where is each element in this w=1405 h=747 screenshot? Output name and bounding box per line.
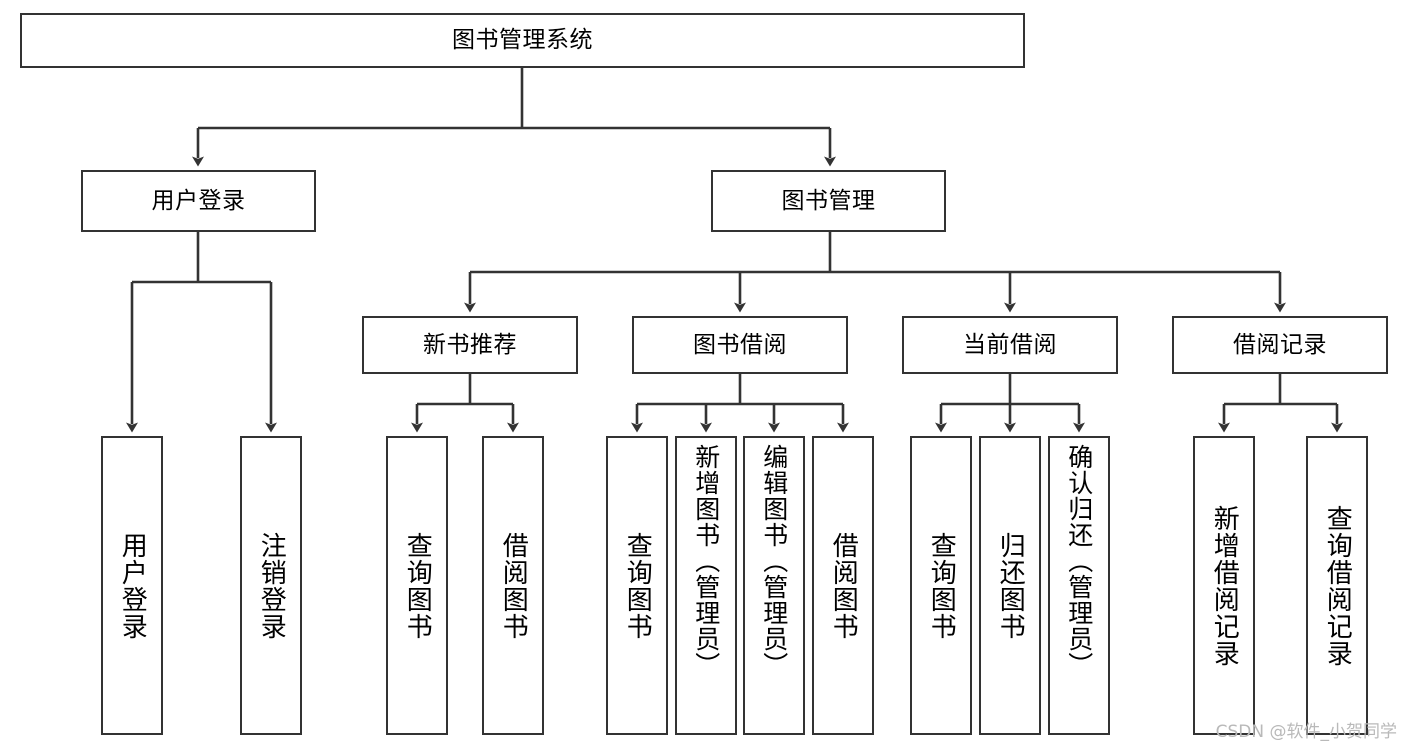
node-label: 借阅记录 — [1233, 331, 1327, 358]
node-borrow-record[interactable]: 借阅记录 — [1172, 316, 1388, 374]
node-label: 查询图书 — [622, 531, 653, 640]
node-label: 注销登录 — [256, 531, 287, 640]
leaf-borrow-book-recommend[interactable]: 借阅图书 — [482, 436, 544, 735]
node-label: 用户登录 — [117, 531, 148, 640]
node-label: 当前借阅 — [963, 331, 1057, 358]
leaf-return-book[interactable]: 归还图书 — [979, 436, 1041, 735]
node-label: 图书管理系统 — [452, 27, 593, 53]
leaf-query-book-borrow[interactable]: 查询图书 — [606, 436, 668, 735]
node-label: 新增图书（管理员） — [691, 444, 721, 678]
node-label: 归还图书 — [995, 531, 1026, 640]
node-user-login[interactable]: 用户登录 — [81, 170, 316, 232]
leaf-query-book-current[interactable]: 查询图书 — [910, 436, 972, 735]
node-label: 查询借阅记录 — [1322, 504, 1353, 667]
node-label: 图书借阅 — [693, 331, 787, 358]
leaf-add-book[interactable]: 新增图书（管理员） — [675, 436, 737, 735]
node-label: 借阅图书 — [498, 531, 529, 640]
node-label: 编辑图书（管理员） — [759, 444, 789, 678]
node-book-borrow[interactable]: 图书借阅 — [632, 316, 848, 374]
leaf-borrow-book-borrow[interactable]: 借阅图书 — [812, 436, 874, 735]
node-label: 新书推荐 — [423, 331, 517, 358]
node-label: 用户登录 — [151, 187, 246, 214]
csdn-watermark: CSDN @软件_小贺同学 — [1215, 722, 1397, 742]
node-root-system[interactable]: 图书管理系统 — [20, 13, 1025, 68]
leaf-logout-login[interactable]: 注销登录 — [240, 436, 302, 735]
leaf-query-book-recommend[interactable]: 查询图书 — [386, 436, 448, 735]
leaf-query-borrow-record[interactable]: 查询借阅记录 — [1306, 436, 1368, 735]
leaf-edit-book[interactable]: 编辑图书（管理员） — [743, 436, 805, 735]
leaf-user-login[interactable]: 用户登录 — [101, 436, 163, 735]
leaf-confirm-return[interactable]: 确认归还（管理员） — [1048, 436, 1110, 735]
node-current-borrow[interactable]: 当前借阅 — [902, 316, 1118, 374]
node-label: 查询图书 — [926, 531, 957, 640]
node-book-management[interactable]: 图书管理 — [711, 170, 946, 232]
node-label: 确认归还（管理员） — [1064, 444, 1094, 678]
node-label: 图书管理 — [781, 187, 876, 214]
leaf-add-borrow-record[interactable]: 新增借阅记录 — [1193, 436, 1255, 735]
node-label: 借阅图书 — [828, 531, 859, 640]
node-label: 查询图书 — [402, 531, 433, 640]
node-new-book-recommend[interactable]: 新书推荐 — [362, 316, 578, 374]
node-label: 新增借阅记录 — [1209, 504, 1240, 667]
